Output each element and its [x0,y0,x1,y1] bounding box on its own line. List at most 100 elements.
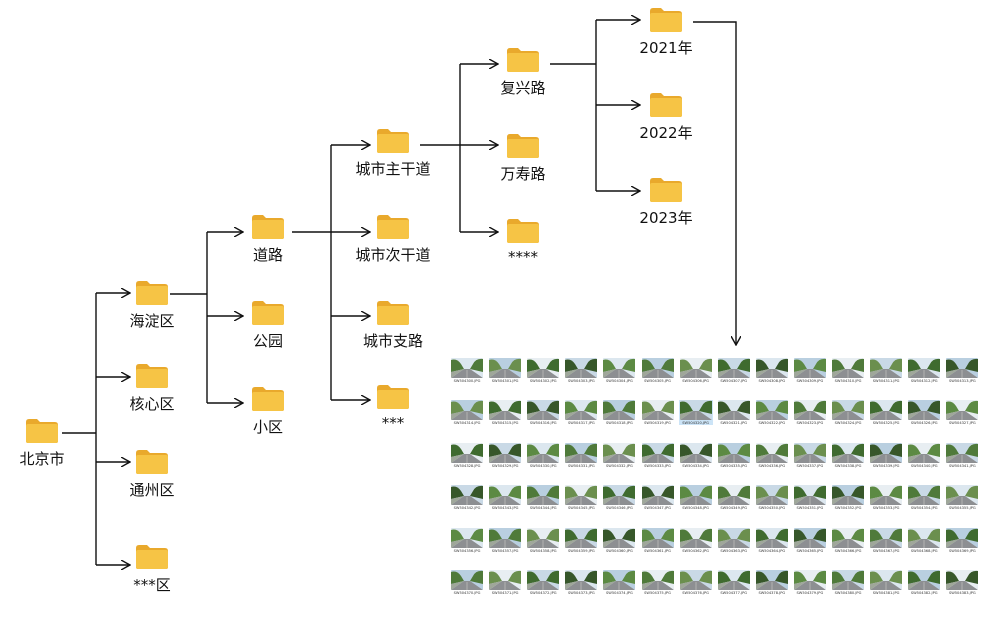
image-thumbnail[interactable]: SW504382.JPG [907,570,941,595]
image-thumbnail[interactable]: SW504364.JPG [755,527,789,553]
image-thumbnail[interactable]: SW504365.JPG [793,527,827,553]
image-thumbnail[interactable]: SW504333.JPG [641,442,675,468]
folder-district-other[interactable]: ***区 [102,544,202,602]
image-thumbnail[interactable]: SW504304.JPG [602,358,636,383]
folder-category-road[interactable]: 道路 [218,214,318,272]
image-thumbnail[interactable]: SW504347.JPG [641,485,675,510]
image-thumbnail[interactable]: SW504330.JPG [526,442,560,468]
image-thumbnail[interactable]: SW504345.JPG [564,485,598,510]
image-thumbnail[interactable]: SW504315.JPG [488,400,522,425]
image-thumbnail[interactable]: SW504314.JPG [450,400,484,425]
image-thumbnail[interactable]: SW504377.JPG [717,570,751,595]
image-thumbnail[interactable]: SW504375.JPG [641,570,675,595]
image-thumbnail[interactable]: SW504370.JPG [450,570,484,595]
image-thumbnail[interactable]: SW504378.JPG [755,570,789,595]
image-thumbnail[interactable]: SW504344.JPG [526,485,560,510]
image-thumbnail[interactable]: SW504376.JPG [679,570,713,595]
folder-road-arterial[interactable]: 城市主干道 [343,128,443,186]
folder-district-haidian[interactable]: 海淀区 [102,280,202,338]
folder-year-2021[interactable]: 2021年 [616,7,716,65]
image-thumbnail[interactable]: SW504324.JPG [831,400,865,425]
image-thumbnail[interactable]: SW504358.JPG [526,527,560,553]
image-thumbnail[interactable]: SW504308.JPG [755,358,789,383]
image-thumbnail[interactable]: SW504322.JPG [755,400,789,425]
image-thumbnail[interactable]: SW504363.JPG [717,527,751,553]
image-thumbnail[interactable]: SW504369.JPG [945,527,979,553]
image-thumbnail[interactable]: SW504348.JPG [679,485,713,510]
image-thumbnail[interactable]: SW504346.JPG [602,485,636,510]
image-thumbnail[interactable]: SW504318.JPG [602,400,636,425]
image-thumbnail[interactable]: SW504312.JPG [907,358,941,383]
image-thumbnail[interactable]: SW504331.JPG [564,442,598,468]
image-thumbnail[interactable]: SW504350.JPG [755,485,789,510]
image-thumbnail[interactable]: SW504353.JPG [869,485,903,510]
image-thumbnail[interactable]: SW504368.JPG [907,527,941,553]
image-thumbnail[interactable]: SW504301.JPG [488,358,522,383]
image-thumbnail[interactable]: SW504305.JPG [641,358,675,383]
image-thumbnail[interactable]: SW504317.JPG [564,400,598,425]
image-thumbnail[interactable]: SW504336.JPG [755,442,789,468]
folder-category-community[interactable]: 小区 [218,386,318,444]
image-thumbnail[interactable]: SW504351.JPG [793,485,827,510]
image-thumbnail[interactable]: SW504352.JPG [831,485,865,510]
image-thumbnail[interactable]: SW504338.JPG [831,442,865,468]
image-thumbnail[interactable]: SW504306.JPG [679,358,713,383]
image-thumbnail[interactable]: SW504303.JPG [564,358,598,383]
image-thumbnail[interactable]: SW504360.JPG [602,527,636,553]
image-thumbnail[interactable]: SW504372.JPG [526,570,560,595]
folder-year-2023[interactable]: 2023年 [616,177,716,235]
image-thumbnail[interactable]: SW504327.JPG [945,400,979,425]
image-thumbnail[interactable]: SW504337.JPG [793,442,827,468]
image-thumbnail[interactable]: SW504325.JPG [869,400,903,425]
image-thumbnail[interactable]: SW504356.JPG [450,527,484,553]
image-thumbnail[interactable]: SW504323.JPG [793,400,827,425]
image-thumbnail[interactable]: SW504373.JPG [564,570,598,595]
image-thumbnail[interactable]: SW504355.JPG [945,485,979,510]
image-thumbnail[interactable]: SW504341.JPG [945,442,979,468]
image-thumbnail[interactable]: SW504335.JPG [717,442,751,468]
folder-road-branch[interactable]: 城市支路 [343,300,443,358]
image-thumbnail[interactable]: SW504321.JPG [717,400,751,425]
folder-year-2022[interactable]: 2022年 [616,92,716,150]
image-thumbnail[interactable]: SW504381.JPG [869,570,903,595]
image-thumbnail[interactable]: SW504340.JPG [907,442,941,468]
image-thumbnail[interactable]: SW504300.JPG [450,358,484,383]
folder-road-other[interactable]: *** [343,384,443,442]
image-thumbnail[interactable]: SW504361.JPG [641,527,675,553]
image-thumbnail[interactable]: SW504311.JPG [869,358,903,383]
image-thumbnail[interactable]: SW504359.JPG [564,527,598,553]
image-thumbnail[interactable]: SW504367.JPG [869,527,903,553]
image-thumbnail[interactable]: SW504342.JPG [450,485,484,510]
image-thumbnail[interactable]: SW504349.JPG [717,485,751,510]
folder-road-fuxing[interactable]: 复兴路 [473,47,573,105]
image-thumbnail[interactable]: SW504319.JPG [641,400,675,425]
folder-beijing[interactable]: 北京市 [0,418,92,476]
image-thumbnail[interactable]: SW504334.JPG [679,442,713,468]
image-thumbnail[interactable]: SW504383.JPG [945,570,979,595]
image-thumbnail[interactable]: SW504326.JPG [907,400,941,425]
image-thumbnail[interactable]: SW504379.JPG [793,570,827,595]
image-thumbnail[interactable]: SW504374.JPG [602,570,636,595]
folder-road-wanshou[interactable]: 万寿路 [473,133,573,191]
image-thumbnail[interactable]: SW504328.JPG [450,442,484,468]
image-thumbnail[interactable]: SW504339.JPG [869,442,903,468]
image-thumbnail[interactable]: SW504313.JPG [945,358,979,383]
image-thumbnail[interactable]: SW504362.JPG [679,527,713,553]
image-thumbnail[interactable]: SW504320.JPG [678,400,713,426]
image-thumbnail[interactable]: SW504302.JPG [526,358,560,383]
folder-district-core[interactable]: 核心区 [102,363,202,421]
image-thumbnail[interactable]: SW504366.JPG [831,527,865,553]
image-thumbnail[interactable]: SW504307.JPG [717,358,751,383]
image-thumbnail[interactable]: SW504310.JPG [831,358,865,383]
folder-category-park[interactable]: 公园 [218,300,318,358]
image-thumbnail[interactable]: SW504316.JPG [526,400,560,425]
image-thumbnail[interactable]: SW504329.JPG [488,442,522,468]
image-thumbnail[interactable]: SW504380.JPG [831,570,865,595]
image-thumbnail[interactable]: SW504357.JPG [488,527,522,553]
folder-road-unnamed[interactable]: **** [473,218,573,276]
folder-road-secondary[interactable]: 城市次干道 [343,214,443,272]
image-thumbnail[interactable]: SW504332.JPG [602,442,636,468]
image-thumbnail[interactable]: SW504343.JPG [488,485,522,510]
image-thumbnail[interactable]: SW504354.JPG [907,485,941,510]
image-thumbnail[interactable]: SW504309.JPG [793,358,827,383]
